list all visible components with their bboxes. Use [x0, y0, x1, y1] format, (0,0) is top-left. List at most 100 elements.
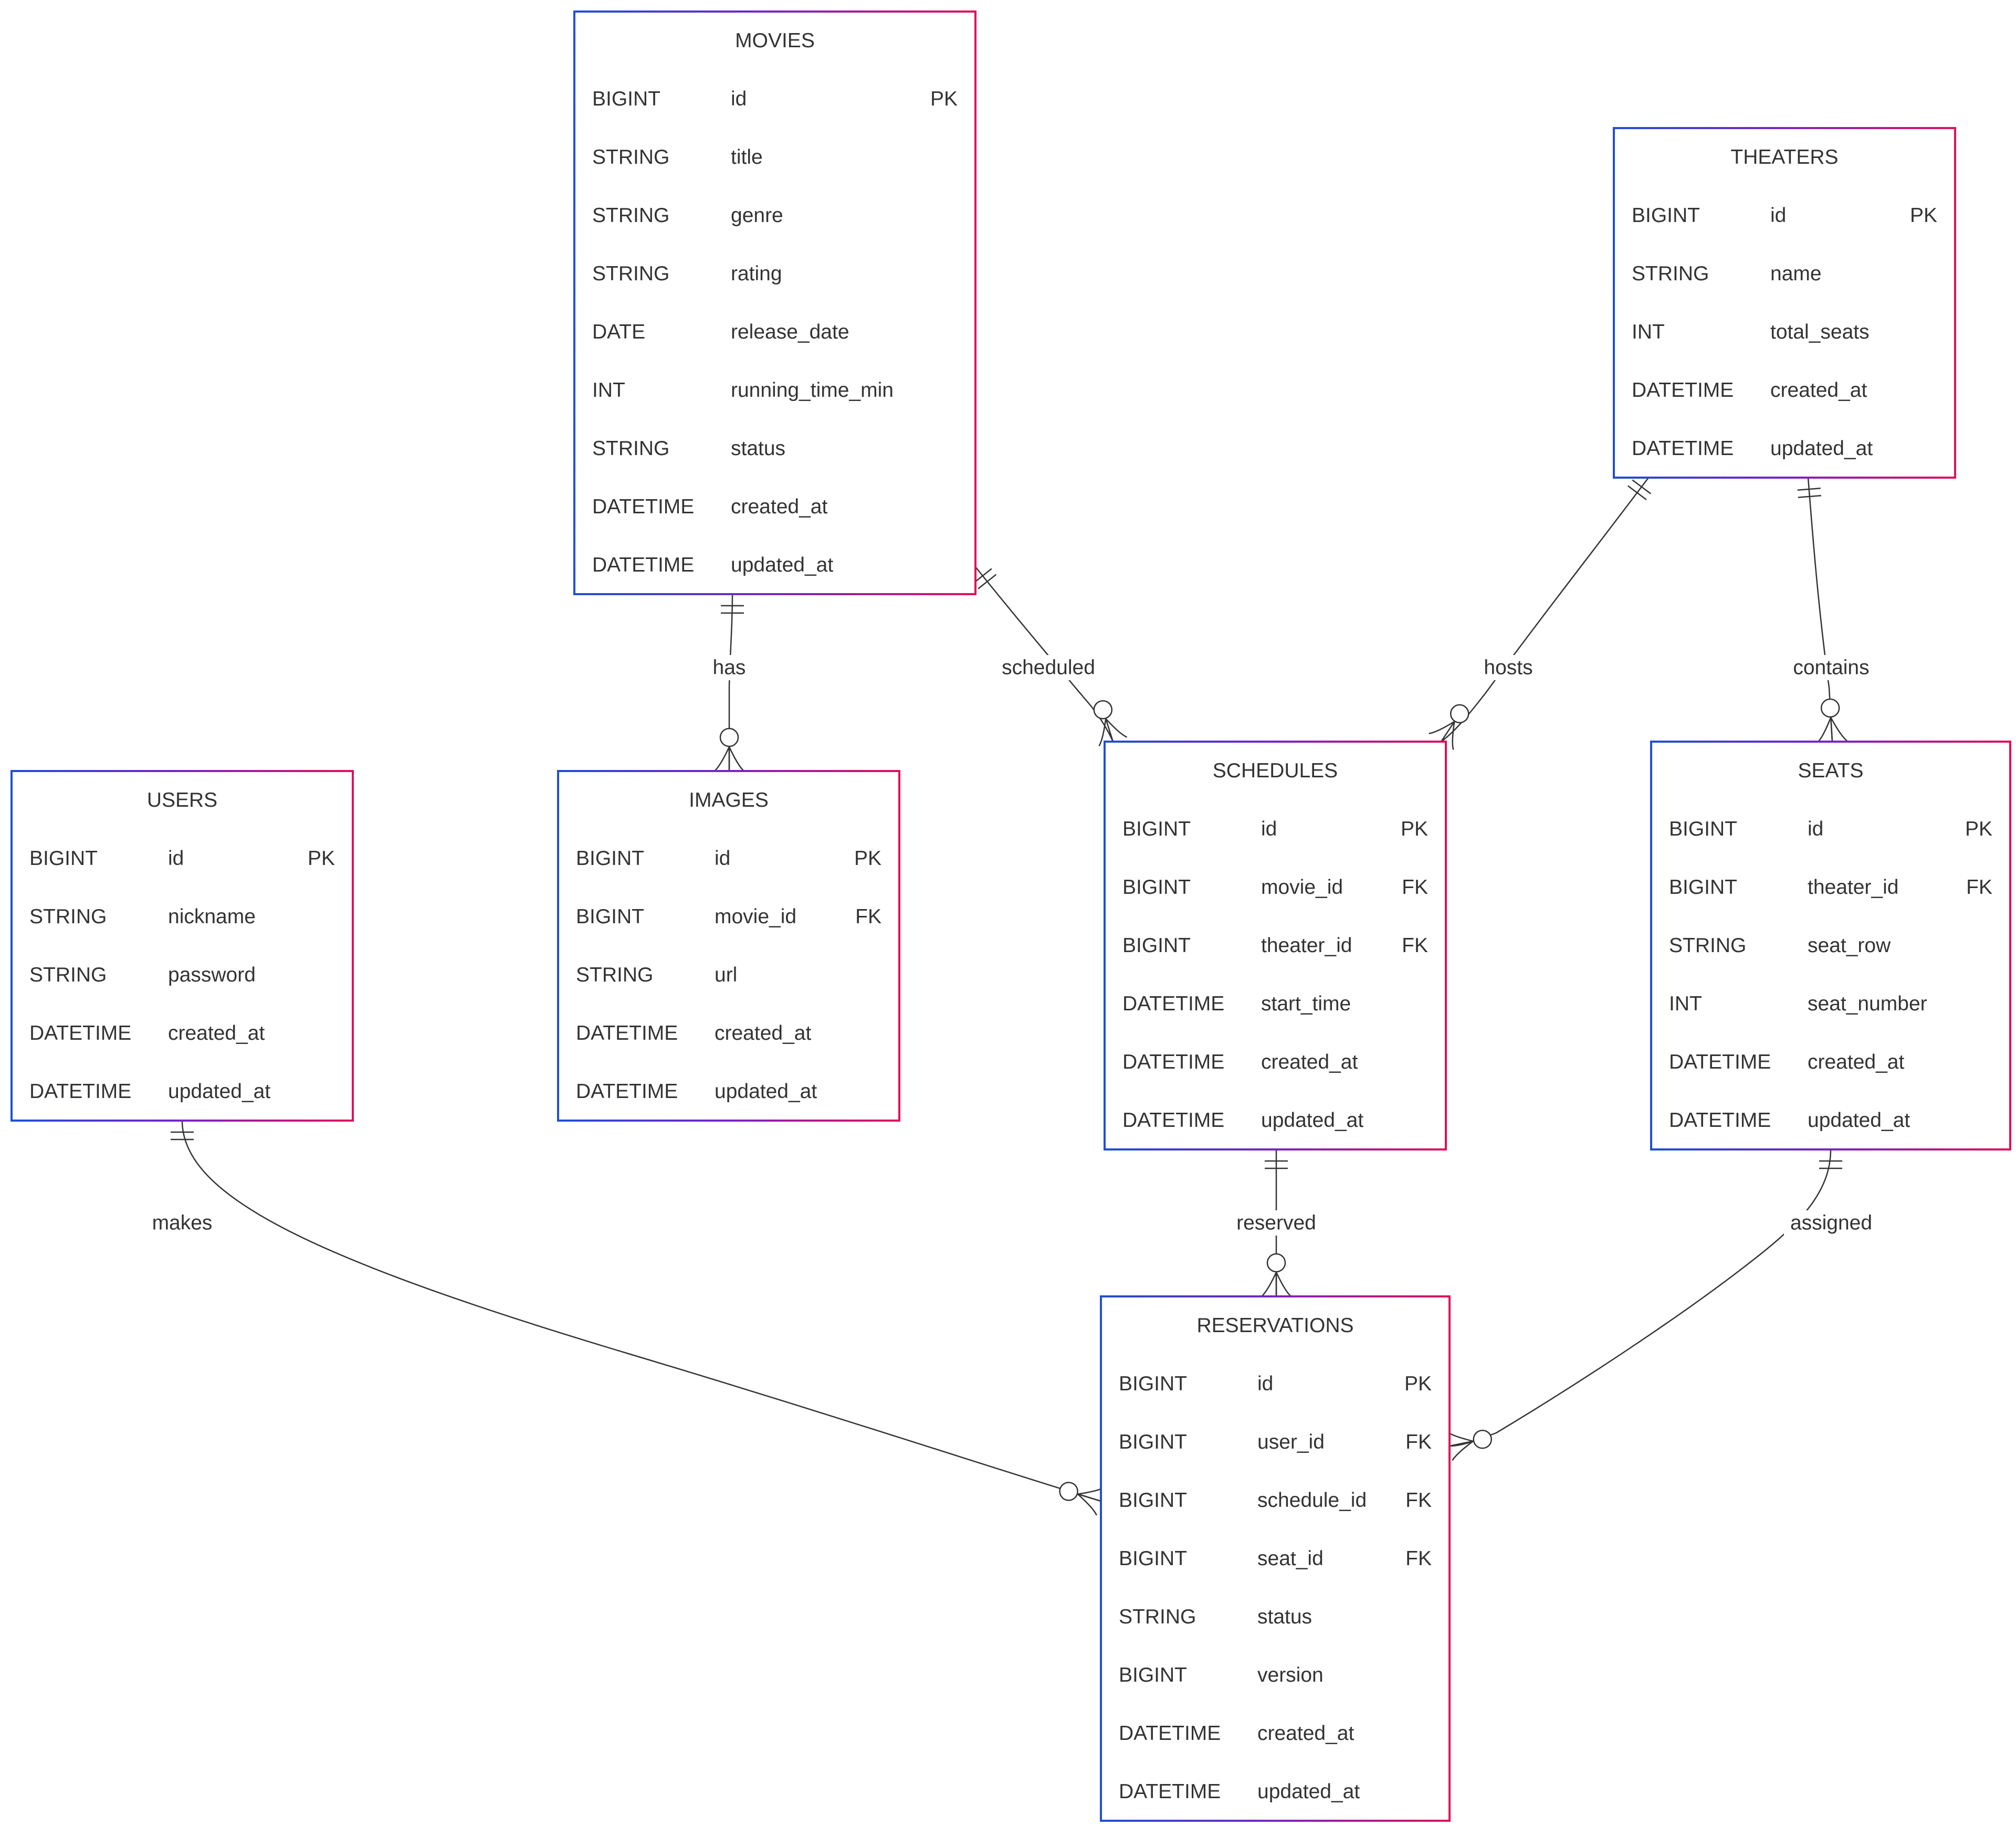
attribute-name: updated_at	[1808, 1109, 1910, 1132]
cardinality-many-foot	[728, 746, 744, 772]
relationship-label-text: scheduled	[1002, 657, 1095, 679]
cardinality-many-foot	[1452, 721, 1455, 750]
relationship-label-text: reserved	[1236, 1212, 1316, 1234]
attribute-name: password	[168, 964, 256, 986]
attribute-key: PK	[1401, 818, 1428, 840]
cardinality-zero-circle	[1266, 1253, 1286, 1273]
attribute-key: FK	[1966, 876, 1992, 899]
attribute-name: id	[1257, 1373, 1273, 1395]
attribute-type: DATETIME	[1669, 1051, 1771, 1073]
relationship-seats-reservations[interactable]	[1446, 1149, 1842, 1461]
attribute-name: release_date	[731, 321, 849, 343]
relationship-line	[181, 1120, 1101, 1502]
relationship-label-text: assigned	[1790, 1212, 1872, 1234]
attribute-type: DATETIME	[576, 1080, 678, 1103]
attribute-name: movie_id	[1261, 876, 1343, 899]
attribute-type: STRING	[29, 964, 107, 986]
attribute-key: FK	[1402, 934, 1428, 957]
relationship-label-text: contains	[1793, 657, 1869, 679]
attribute-name: id	[168, 847, 184, 870]
attribute-row: DATETIME updated_at	[1119, 1780, 1360, 1803]
attribute-type: DATETIME	[1119, 1780, 1221, 1803]
cardinality-zero-circle	[1450, 704, 1469, 724]
relationship-users-reservations[interactable]	[171, 1120, 1106, 1516]
attribute-type: STRING	[1119, 1606, 1196, 1628]
attribute-key: PK	[1965, 818, 1992, 840]
attribute-name: id	[731, 88, 747, 110]
attribute-name: created_at	[1261, 1051, 1358, 1073]
cardinality-one-bar	[973, 568, 992, 584]
entity-title: MOVIES	[735, 29, 815, 52]
attribute-name: created_at	[715, 1022, 811, 1044]
attribute-name: theater_id	[1808, 876, 1898, 899]
attribute-name: updated_at	[1770, 437, 1873, 460]
entity-box	[1104, 741, 1447, 1151]
entity-title: RESERVATIONS	[1196, 1314, 1353, 1337]
attribute-type: BIGINT	[1122, 934, 1191, 957]
relationship-movies-images[interactable]	[714, 594, 744, 772]
relationship-label: has	[709, 655, 749, 680]
attribute-type: BIGINT	[1122, 876, 1191, 899]
attribute-name: id	[715, 847, 730, 870]
relationship-label: scheduled	[995, 655, 1101, 680]
relationship-label-text: hosts	[1484, 657, 1532, 679]
attribute-type: DATETIME	[1122, 1109, 1224, 1132]
cardinality-many-foot	[1098, 719, 1107, 747]
attribute-name: user_id	[1257, 1431, 1325, 1453]
cardinality-many-foot	[714, 746, 730, 772]
attribute-type: INT	[1669, 993, 1702, 1015]
relationship-line	[728, 594, 733, 771]
attribute-name: id	[1261, 818, 1277, 840]
attribute-name: status	[1257, 1606, 1312, 1628]
entity-title: USERS	[147, 789, 217, 811]
attribute-type: DATETIME	[29, 1022, 131, 1044]
attribute-type: DATETIME	[592, 554, 694, 576]
attribute-type: DATE	[592, 321, 645, 343]
entity-title: SEATS	[1798, 759, 1864, 782]
attribute-type: BIGINT	[1122, 818, 1191, 840]
relationship-theaters-schedules[interactable]	[1429, 477, 1652, 750]
attribute-type: BIGINT	[1119, 1373, 1187, 1395]
attribute-type: BIGINT	[592, 88, 660, 110]
relationship-line	[1449, 1149, 1832, 1447]
cardinality-many-foot	[1275, 1272, 1292, 1297]
cardinality-many-foot	[1077, 1493, 1098, 1516]
attribute-name: seat_id	[1257, 1547, 1324, 1570]
relationship-theaters-seats[interactable]	[1797, 477, 1847, 743]
cardinality-one-bar	[978, 574, 997, 589]
attribute-name: updated_at	[1257, 1780, 1360, 1803]
attribute-type: BIGINT	[1632, 204, 1700, 227]
attribute-row: STRING password	[29, 964, 256, 986]
cardinality-one-bar	[1628, 485, 1647, 500]
cardinality-zero-circle	[1059, 1482, 1078, 1501]
attribute-key: FK	[855, 905, 881, 928]
label-background	[151, 1210, 213, 1236]
attribute-name: status	[731, 437, 785, 460]
relationship-label: contains	[1784, 655, 1878, 680]
attribute-type: BIGINT	[1669, 876, 1737, 899]
attribute-type: DATETIME	[1632, 379, 1734, 402]
relationship-layer	[171, 477, 1847, 1516]
entity-title: SCHEDULES	[1213, 759, 1338, 782]
